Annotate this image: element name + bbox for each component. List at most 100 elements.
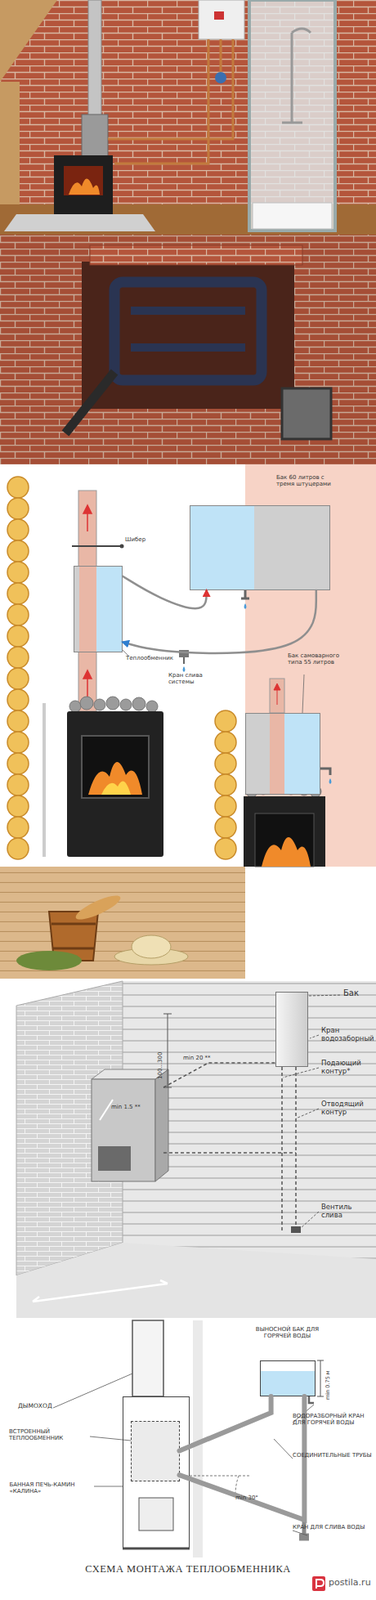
pump — [214, 71, 227, 84]
stove-window — [63, 165, 103, 196]
drop — [244, 603, 247, 609]
heat-exchanger: Теплообменник — [73, 565, 123, 653]
annotation: min 1.5 ** — [111, 1103, 141, 1111]
angle-mark — [181, 1475, 250, 1493]
valve-spout — [183, 657, 185, 664]
heater-indicator — [214, 11, 224, 20]
stove — [67, 711, 164, 857]
brickwork — [0, 234, 376, 465]
fire — [261, 837, 311, 867]
drop — [183, 666, 186, 672]
caption: СХЕМА МОНТАЖА ТЕПЛООБМЕННИКА — [32, 1562, 344, 1575]
stove-door — [255, 813, 314, 867]
shade — [0, 234, 376, 465]
leader-line — [53, 1373, 314, 1536]
background — [0, 978, 376, 1321]
broom — [16, 950, 82, 971]
annotation: Отводящий контур — [321, 1100, 376, 1117]
ladle — [72, 890, 123, 924]
stove-base — [122, 1547, 190, 1550]
coil-rungs — [130, 310, 246, 348]
wood-wall — [0, 81, 20, 205]
wooden-slats — [0, 866, 246, 979]
heat-exchanger — [81, 114, 108, 157]
node-label: Бак самоварного типа 55 литров — [287, 652, 354, 666]
built-in-exchanger: ВСТРОЕННЫЙ ТЕПЛООБМЕННИК — [130, 1420, 180, 1482]
connecting-pipe — [179, 1396, 272, 1451]
copper-pipes — [107, 39, 233, 164]
cast-iron-door — [282, 388, 332, 439]
metal-sheet — [4, 214, 156, 232]
tap — [241, 590, 250, 599]
wall-band — [192, 1320, 203, 1558]
pipe-outlet — [65, 371, 115, 434]
dimension-arrow — [99, 1099, 113, 1120]
watermark: postila.ru — [328, 1577, 372, 1589]
pipe-coil — [114, 282, 262, 381]
wood-ceiling — [0, 0, 58, 82]
stove-door — [81, 735, 149, 798]
fire — [88, 761, 143, 795]
sauna-photo — [0, 0, 376, 235]
log-wall — [122, 980, 376, 1276]
stove-door — [98, 1145, 131, 1171]
background — [0, 464, 376, 867]
annotation: min 0.75 м — [325, 1369, 332, 1400]
top-course — [89, 245, 303, 265]
node-label: Бак — [343, 988, 359, 999]
stove-door — [138, 1497, 174, 1531]
annotation: Кран слива системы — [168, 671, 221, 685]
watermark-logo — [312, 1575, 326, 1591]
remote-tank: ВЫНОСНОЙ БАК ДЛЯ ГОРЯЧЕЙ ВОДЫ — [259, 1360, 316, 1397]
node-label: ВЫНОСНОЙ БАК ДЛЯ ГОРЯЧЕЙ ВОДЫ — [241, 1325, 334, 1339]
dimension-line — [163, 1013, 172, 1088]
hat-crown — [131, 935, 171, 958]
sauna-accessories-photo — [0, 866, 246, 979]
annotation: Подающий контур* — [321, 1059, 376, 1076]
node-label: ВСТРОЕННЫЙ ТЕПЛООБМЕННИК — [8, 1427, 91, 1442]
hose — [122, 590, 317, 654]
leader-line — [302, 674, 305, 713]
damper-knob — [120, 544, 125, 549]
annotation: Кран водозаборный — [321, 1026, 376, 1043]
floor — [16, 1242, 376, 1318]
chimney — [269, 678, 285, 713]
floor-dimension — [32, 1280, 168, 1302]
annotation: КРАН ДЛЯ СЛИВА ВОДЫ — [292, 1523, 375, 1531]
damper — [71, 545, 121, 547]
hot-water-tap — [308, 1396, 314, 1403]
flow-arrow — [273, 683, 281, 705]
drain-valve — [290, 1226, 301, 1233]
samovar-tank: Бак самоварного типа 55 литров — [245, 712, 321, 795]
storage-tank: Бак 60 литров с тремя штуцерами — [189, 505, 331, 591]
stove — [243, 796, 326, 867]
tank-scheme — [0, 464, 376, 867]
tap — [320, 768, 331, 775]
fire — [68, 178, 100, 195]
brick-wall — [0, 0, 376, 235]
shower-cabin — [249, 0, 336, 231]
annotation: ВОДОРАЗБОРНЫЙ КРАН ДЛЯ ГОРЯЧЕЙ ВОДЫ — [292, 1412, 375, 1426]
node-label: БАННАЯ ПЕЧЬ-КАМИН «КАЛИНА» — [9, 1481, 92, 1495]
drop — [329, 778, 332, 784]
water-tank: Бак — [275, 991, 309, 1067]
supply-line — [163, 1062, 281, 1088]
node-label: Бак 60 литров с тремя штуцерами — [276, 474, 342, 488]
annotation: min 30° — [235, 1494, 259, 1501]
dimension-line — [317, 1360, 324, 1397]
firebox-pit — [81, 261, 295, 409]
circuit-lines — [163, 1066, 296, 1231]
shower-mixer — [282, 28, 311, 123]
sauna-stove: БАННАЯ ПЕЧЬ-КАМИН «КАЛИНА»ВСТРОЕННЫЙ ТЕП… — [122, 1396, 190, 1549]
watermark-letter — [316, 1579, 324, 1589]
water-heater — [198, 0, 245, 40]
annotation: ДЫМОХОД — [17, 1402, 53, 1410]
stand — [42, 702, 46, 857]
stove-front — [91, 1078, 156, 1182]
annotation: min 20 ** — [183, 1054, 211, 1061]
hose — [122, 576, 207, 609]
